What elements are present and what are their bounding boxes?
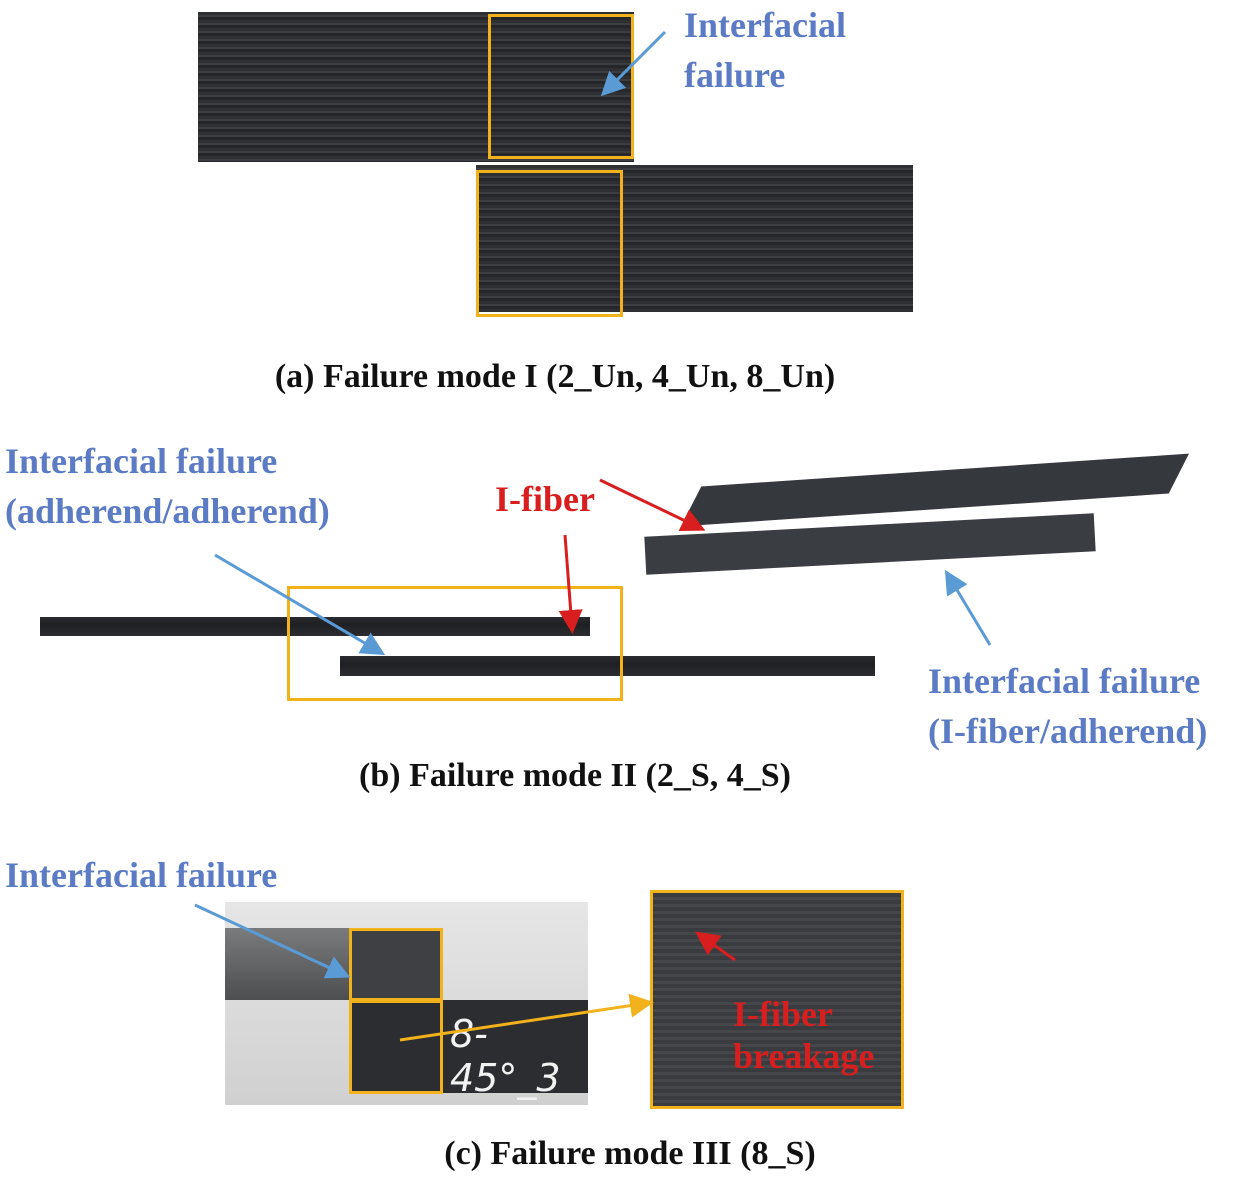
failure-region-box xyxy=(476,170,623,317)
photo-specimen: 8-45°_3 xyxy=(225,902,588,1105)
label-interfacial-failure-c: Interfacial failure xyxy=(5,855,278,895)
specimen-side-upper xyxy=(40,617,590,636)
caption-c: (c) Failure mode III (8_S) xyxy=(444,1135,816,1172)
specimen-side-lower xyxy=(340,656,875,676)
caption-a: (a) Failure mode I (2_Un, 4_Un, 8_Un) xyxy=(274,358,836,395)
overlap-region-box xyxy=(287,586,623,701)
failure-region-box xyxy=(488,14,634,159)
label-interfacial-failure-ifiber: Interfacial failure(I-fiber/adherend) xyxy=(928,661,1208,751)
caption-b: (b) Failure mode II (2_S, 4_S) xyxy=(359,757,791,794)
failure-region-box xyxy=(349,928,443,1001)
label-i-fiber: I-fiber xyxy=(495,479,595,519)
label-interfacial-failure-adherend: Interfacial failure(adherend/adherend) xyxy=(5,441,330,531)
ifiber-region-box xyxy=(349,1000,443,1094)
specimen-marking: 8-45°_3 xyxy=(450,1012,561,1100)
specimen-lower-adherend xyxy=(476,165,913,312)
specimen-upper-adherend xyxy=(198,12,634,162)
